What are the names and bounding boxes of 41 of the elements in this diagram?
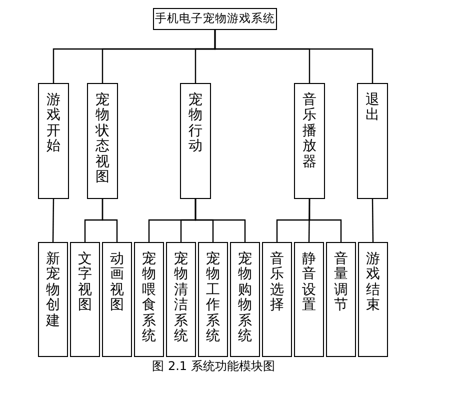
figure-caption: 图 2.1 系统功能模块图: [152, 359, 275, 373]
connector-line: [372, 199, 374, 242]
module-label: 宠物行动: [188, 93, 202, 155]
module-label: 宠物状态视图: [96, 93, 110, 186]
module-box: [294, 242, 324, 357]
module-box: [38, 83, 69, 199]
connector-line: [102, 199, 118, 242]
connector-line: [194, 199, 246, 242]
module-box: [38, 242, 68, 357]
module-label: 新宠物创建: [46, 252, 60, 329]
module-label: 退出: [366, 93, 380, 124]
module-label: 游戏结束: [366, 252, 380, 314]
connector-line: [214, 30, 374, 83]
module-box: [198, 242, 228, 357]
module-box: [102, 242, 132, 357]
module-box: [180, 83, 211, 199]
module-label: 音量调节: [334, 252, 348, 314]
module-box: [153, 8, 277, 30]
module-label: 宠物工作系统: [206, 252, 220, 344]
module-label: 动画视图: [110, 252, 124, 314]
module-label: 文字视图: [78, 252, 92, 314]
module-label: 宠物喂食系统: [142, 252, 156, 344]
module-box: [326, 242, 356, 357]
module-box: [357, 83, 388, 199]
module-label: 静音设置: [302, 252, 316, 314]
module-box: [70, 242, 100, 357]
module-box: [358, 242, 388, 357]
module-label: 宠物清洁系统: [174, 252, 188, 344]
module-label: 音乐选择: [270, 252, 284, 314]
module-label: 游戏开始: [46, 93, 60, 155]
module-box: [87, 83, 118, 199]
module-box: [166, 242, 196, 357]
module-label: 手机电子宠物游戏系统: [155, 12, 275, 26]
connector-line: [308, 199, 342, 242]
module-label: 音乐播放器: [302, 93, 316, 170]
module-box: [134, 242, 164, 357]
module-box: [230, 242, 260, 357]
module-box: [294, 83, 325, 199]
connector-line: [52, 199, 54, 242]
module-label: 宠物购物系统: [238, 252, 252, 344]
module-box: [262, 242, 292, 357]
